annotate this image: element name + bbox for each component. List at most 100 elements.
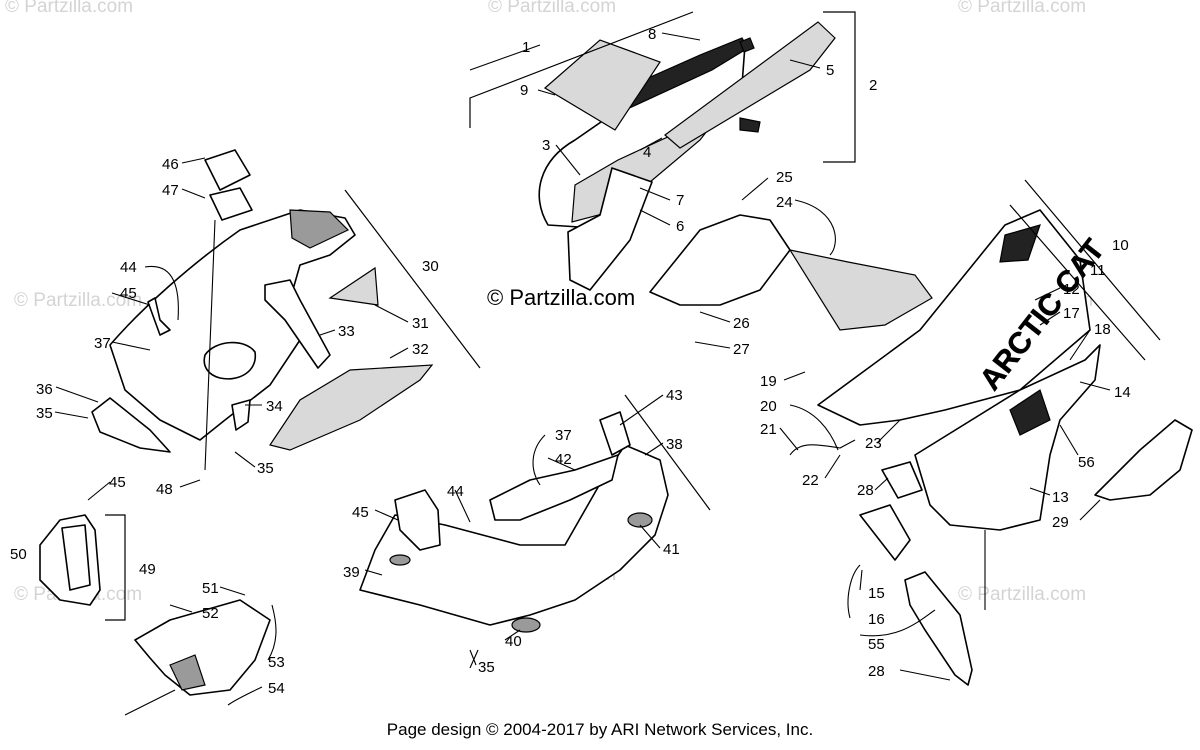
callout-28-lower[interactable]: 28	[868, 663, 885, 680]
callout-35-center[interactable]: 35	[478, 659, 495, 676]
callout-52[interactable]: 52	[202, 605, 219, 622]
leader-55	[859, 609, 936, 637]
leader-42	[547, 457, 576, 471]
leader-3	[555, 144, 581, 176]
leader-37a	[111, 341, 151, 351]
side-panel-grille	[1094, 419, 1193, 501]
callout-34[interactable]: 34	[266, 398, 283, 415]
callout-39[interactable]: 39	[343, 564, 360, 581]
callout-53[interactable]: 53	[268, 654, 285, 671]
leader-45c	[374, 509, 399, 521]
callout-47[interactable]: 47	[162, 182, 179, 199]
callout-48[interactable]: 48	[156, 481, 173, 498]
callout-29[interactable]: 29	[1052, 514, 1069, 531]
leader-20	[789, 404, 839, 451]
watermark-top-left: © Partzilla.com	[5, 0, 133, 17]
callout-24[interactable]: 24	[776, 194, 793, 211]
callout-20[interactable]: 20	[760, 398, 777, 415]
callout-27[interactable]: 27	[733, 341, 750, 358]
leader-39	[364, 569, 383, 576]
callout-9[interactable]: 9	[520, 82, 528, 99]
callout-33[interactable]: 33	[338, 323, 355, 340]
callout-14[interactable]: 14	[1114, 384, 1131, 401]
callout-5[interactable]: 5	[826, 62, 834, 79]
watermark-mid-left: © Partzilla.com	[14, 290, 142, 311]
callout-21[interactable]: 21	[760, 421, 777, 438]
belly-pan-assembly	[359, 411, 669, 669]
callout-35-dash[interactable]: 35	[257, 460, 274, 477]
callout-41[interactable]: 41	[663, 541, 680, 558]
leader-7	[639, 187, 671, 201]
upper-side-panel-liner	[788, 249, 933, 331]
callout-45-cover[interactable]: 45	[109, 474, 126, 491]
callout-43[interactable]: 43	[666, 387, 683, 404]
callout-50[interactable]: 50	[10, 546, 27, 563]
callout-6[interactable]: 6	[676, 218, 684, 235]
callout-36[interactable]: 36	[36, 381, 53, 398]
callout-11[interactable]: 11	[1090, 262, 1106, 279]
dash-lower-pad	[269, 364, 434, 451]
callout-45-center[interactable]: 45	[352, 504, 369, 521]
callout-31[interactable]: 31	[412, 315, 429, 332]
callout-42[interactable]: 42	[555, 451, 572, 468]
dash-side-bracket	[91, 397, 171, 453]
leader-44b	[454, 489, 471, 523]
dash-bracket-clip	[147, 297, 171, 336]
callout-45-left[interactable]: 45	[120, 285, 137, 302]
callout-13[interactable]: 13	[1052, 489, 1069, 506]
leader-28b	[899, 669, 951, 681]
callout-16[interactable]: 16	[868, 611, 885, 628]
lower-left-parts	[39, 514, 271, 716]
callout-35-left[interactable]: 35	[36, 405, 53, 422]
leader-32	[389, 347, 409, 359]
callout-28-upper[interactable]: 28	[857, 482, 874, 499]
callout-2[interactable]: 2	[869, 77, 877, 94]
callout-32[interactable]: 32	[412, 341, 429, 358]
callout-18[interactable]: 18	[1094, 321, 1111, 338]
callout-3[interactable]: 3	[542, 137, 550, 154]
callout-26[interactable]: 26	[733, 315, 750, 332]
callout-17[interactable]: 17	[1063, 305, 1080, 322]
callout-22[interactable]: 22	[802, 472, 819, 489]
side-panel-bracket	[859, 504, 911, 561]
callout-51[interactable]: 51	[202, 580, 219, 597]
bracket-group-1	[469, 11, 694, 128]
callout-30[interactable]: 30	[422, 258, 439, 275]
leader-26	[699, 311, 731, 323]
callout-55[interactable]: 55	[868, 636, 885, 653]
dash-vent	[289, 209, 350, 249]
callout-4[interactable]: 4	[643, 144, 651, 161]
callout-7[interactable]: 7	[676, 192, 684, 209]
callout-labels: 1 8 9 5 2 3 4 7 6 25 24 26 27 10 11 12 1…	[10, 26, 1131, 697]
center-watermark: © Partzilla.com	[487, 285, 635, 310]
dash-side-pad	[328, 266, 379, 306]
leader-8	[661, 32, 701, 41]
callout-19[interactable]: 19	[760, 373, 777, 390]
leader-18	[1069, 329, 1091, 361]
leader-46	[181, 157, 206, 164]
callout-46[interactable]: 46	[162, 156, 179, 173]
callout-38[interactable]: 38	[666, 436, 683, 453]
callout-10[interactable]: 10	[1112, 237, 1129, 254]
callout-23[interactable]: 23	[865, 435, 882, 452]
callout-12[interactable]: 12	[1063, 281, 1080, 298]
leader-51	[219, 586, 246, 596]
callout-49[interactable]: 49	[139, 561, 156, 578]
callout-54[interactable]: 54	[268, 680, 285, 697]
callout-56[interactable]: 56	[1078, 454, 1095, 471]
belly-pan-vent-1	[511, 617, 541, 633]
dash-panel	[109, 209, 356, 441]
callout-37-center[interactable]: 37	[555, 427, 572, 444]
callout-25[interactable]: 25	[776, 169, 793, 186]
callout-37-left[interactable]: 37	[94, 335, 111, 352]
callout-40[interactable]: 40	[505, 633, 522, 650]
callout-8[interactable]: 8	[648, 26, 656, 43]
leader-45a	[111, 292, 151, 306]
leader-5	[789, 59, 821, 69]
callout-15[interactable]: 15	[868, 585, 885, 602]
leader-27	[694, 341, 731, 349]
callout-1[interactable]: 1	[522, 39, 530, 56]
callout-44-center[interactable]: 44	[447, 483, 464, 500]
bracket-group-30	[344, 189, 481, 369]
callout-44-left[interactable]: 44	[120, 259, 137, 276]
